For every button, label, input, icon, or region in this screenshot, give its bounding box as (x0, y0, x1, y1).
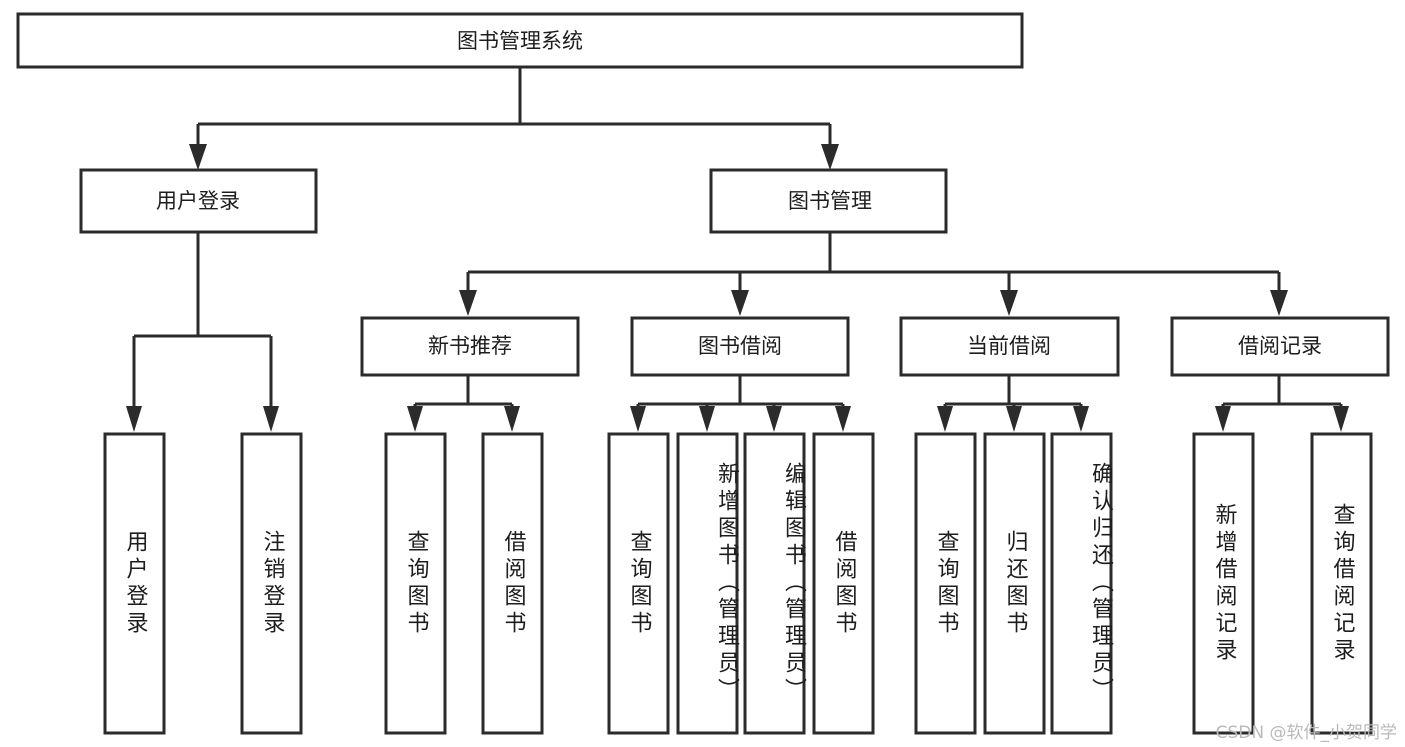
node-current-borrow-label: 当前借阅 (967, 334, 1051, 358)
arrowhead-leaf-query-record (1333, 406, 1349, 432)
node-book-manage-box[interactable] (709, 168, 948, 234)
node-leaf-add-book-box[interactable] (676, 432, 739, 735)
arrowhead-leaf-user-login (126, 406, 142, 432)
node-leaf-confirm-return[interactable] (1050, 432, 1113, 735)
arrowhead-user-login (189, 144, 207, 170)
arrowhead-leaf-query-book-2 (630, 406, 646, 432)
node-leaf-borrow-book-2-box[interactable] (812, 432, 875, 735)
arrowhead-book-manage (821, 144, 839, 170)
arrowhead-leaf-borrow-book-1 (504, 406, 520, 432)
arrowhead-leaf-edit-book (766, 406, 782, 432)
node-book-manage[interactable]: 图书管理 (709, 168, 948, 234)
node-leaf-query-book-3[interactable] (914, 432, 977, 735)
node-current-borrow[interactable]: 当前借阅 (899, 316, 1120, 377)
node-borrow-record-box[interactable] (1170, 316, 1390, 377)
node-leaf-logout[interactable] (240, 432, 303, 735)
arrowhead-leaf-add-book (699, 406, 715, 432)
node-book-borrow-label: 图书借阅 (698, 334, 782, 358)
node-leaf-query-book-1-box[interactable] (384, 432, 447, 735)
arrowhead-leaf-query-book-1 (407, 406, 423, 432)
node-leaf-query-book-2[interactable] (607, 432, 670, 735)
arrowhead-leaf-borrow-book-2 (835, 406, 851, 432)
node-leaf-confirm-return-box[interactable] (1050, 432, 1113, 735)
node-leaf-query-book-1[interactable] (384, 432, 447, 735)
node-leaf-logout-box[interactable] (240, 432, 303, 735)
node-leaf-query-record[interactable] (1310, 432, 1373, 735)
node-leaf-query-book-3-box[interactable] (914, 432, 977, 735)
node-leaf-return-book[interactable] (983, 432, 1046, 735)
csdn-watermark: CSDN @软件_小贺同学 (1215, 723, 1397, 743)
node-leaf-edit-book[interactable] (743, 432, 806, 735)
node-user-login[interactable]: 用户登录 (79, 168, 318, 234)
node-new-book-rec-box[interactable] (360, 316, 580, 377)
node-leaf-query-record-box[interactable] (1310, 432, 1373, 735)
node-user-login-box[interactable] (79, 168, 318, 234)
node-leaf-add-record[interactable] (1192, 432, 1255, 735)
arrowhead-leaf-return-book (1006, 406, 1022, 432)
node-borrow-record[interactable]: 借阅记录 (1170, 316, 1390, 377)
node-leaf-borrow-book-1[interactable] (481, 432, 544, 735)
arrowhead-book-borrow (731, 290, 749, 316)
node-leaf-user-login[interactable] (103, 432, 166, 735)
arrowhead-new-book-rec (459, 290, 477, 316)
node-book-manage-label: 图书管理 (788, 189, 872, 213)
arrowhead-current-borrow (1000, 290, 1018, 316)
node-leaf-borrow-book-1-box[interactable] (481, 432, 544, 735)
node-borrow-record-label: 借阅记录 (1238, 334, 1322, 358)
node-leaf-edit-book-box[interactable] (743, 432, 806, 735)
node-leaf-add-record-box[interactable] (1192, 432, 1255, 735)
node-current-borrow-box[interactable] (899, 316, 1120, 377)
arrowhead-leaf-add-record (1215, 406, 1231, 432)
node-leaf-borrow-book-2[interactable] (812, 432, 875, 735)
node-leaf-add-book[interactable] (676, 432, 739, 735)
node-root-label: 图书管理系统 (457, 29, 583, 53)
arrowhead-leaf-query-book-3 (937, 406, 953, 432)
node-book-borrow[interactable]: 图书借阅 (630, 316, 850, 377)
node-root[interactable]: 图书管理系统 (16, 12, 1024, 69)
node-new-book-rec[interactable]: 新书推荐 (360, 316, 580, 377)
arrowhead-borrow-record (1270, 290, 1288, 316)
node-new-book-rec-label: 新书推荐 (428, 334, 512, 358)
node-root-box[interactable] (16, 12, 1024, 69)
node-user-login-label: 用户登录 (156, 189, 240, 213)
edge-layer (126, 67, 1349, 432)
node-book-borrow-box[interactable] (630, 316, 850, 377)
node-leaf-return-book-box[interactable] (983, 432, 1046, 735)
arrowhead-leaf-logout (263, 406, 279, 432)
node-leaf-query-book-2-box[interactable] (607, 432, 670, 735)
node-leaf-user-login-box[interactable] (103, 432, 166, 735)
arrowhead-leaf-confirm-return (1073, 406, 1089, 432)
